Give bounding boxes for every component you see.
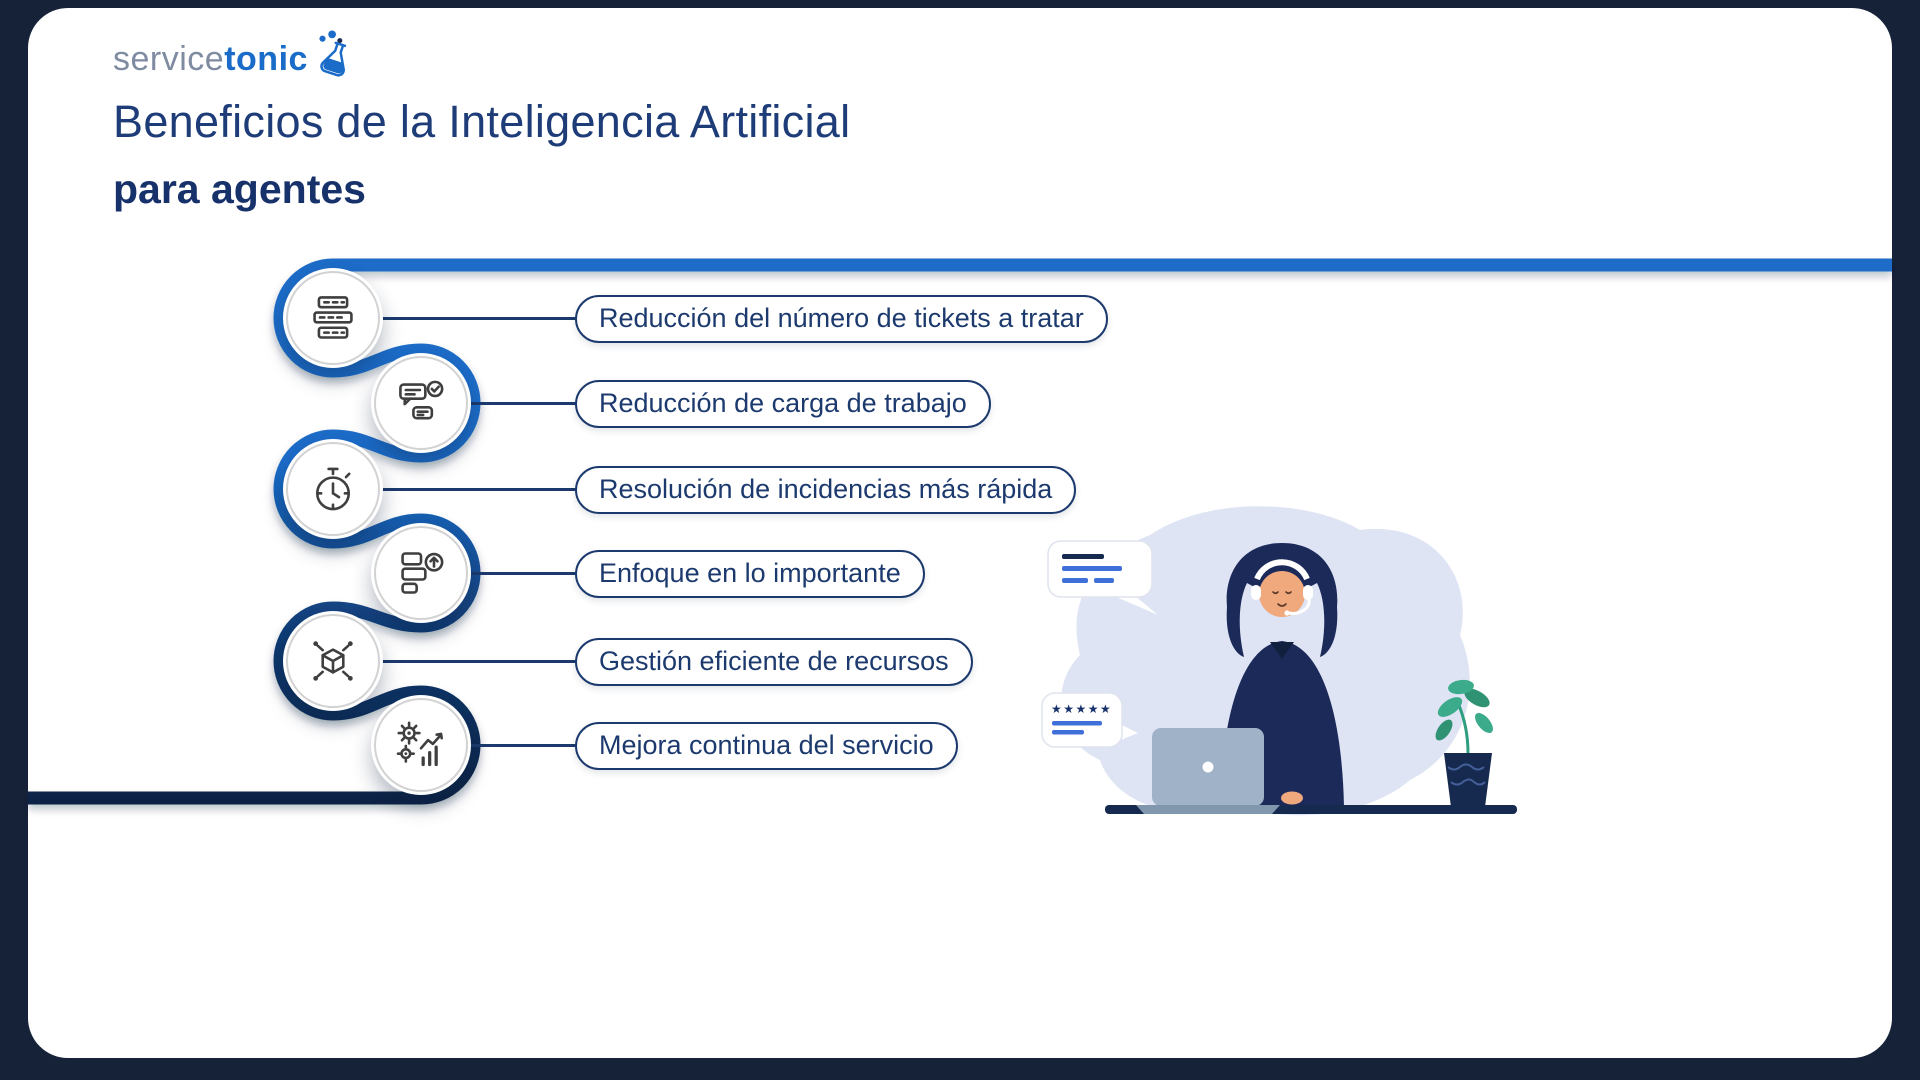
- page-subtitle: para agentes: [113, 166, 366, 212]
- connector-1: [381, 317, 577, 320]
- benefit-node-5: [283, 611, 383, 711]
- benefit-node-6: [371, 695, 471, 795]
- headset-earcup-left: [1251, 585, 1261, 600]
- page-title: Beneficios de la Inteligencia Artificial: [113, 96, 851, 147]
- chat-check-icon: [399, 380, 444, 420]
- resource-cube-icon: [313, 641, 353, 681]
- laptop: [1136, 728, 1280, 814]
- hand: [1281, 791, 1303, 805]
- face: [1259, 571, 1305, 617]
- benefit-pill-3: Resolución de incidencias más rápida: [575, 466, 1077, 514]
- benefit-node-2: [371, 353, 471, 453]
- benefit-pill-2: Reducción de carga de trabajo: [575, 380, 991, 428]
- flask-icon: [319, 30, 347, 77]
- priority-tasks-icon: [401, 552, 444, 594]
- logo-text-service: service: [113, 39, 225, 78]
- tickets-queue-icon: [313, 296, 353, 339]
- connector-3: [381, 488, 577, 491]
- connector-5: [381, 660, 577, 663]
- illustration-agent: ★★★★★: [1041, 506, 1517, 816]
- rating-stars: ★★★★★: [1051, 702, 1112, 716]
- connector-2: [469, 402, 577, 405]
- benefit-pill-1: Reducción del número de tickets a tratar: [575, 295, 1108, 343]
- logo-text-tonic: tonic: [224, 39, 308, 78]
- benefit-node-4: [371, 523, 471, 623]
- benefit-node-3: [283, 439, 383, 539]
- connector-4: [469, 572, 577, 575]
- gears-growth-icon: [396, 721, 443, 767]
- headset-earcup-right: [1303, 585, 1313, 600]
- benefit-pill-4: Enfoque en lo importante: [575, 550, 925, 598]
- stopwatch-icon: [315, 467, 351, 511]
- benefit-pill-5: Gestión eficiente de recursos: [575, 638, 973, 686]
- benefit-pill-6: Mejora continua del servicio: [575, 722, 958, 770]
- benefit-node-1: [283, 268, 383, 368]
- connector-6: [469, 744, 577, 747]
